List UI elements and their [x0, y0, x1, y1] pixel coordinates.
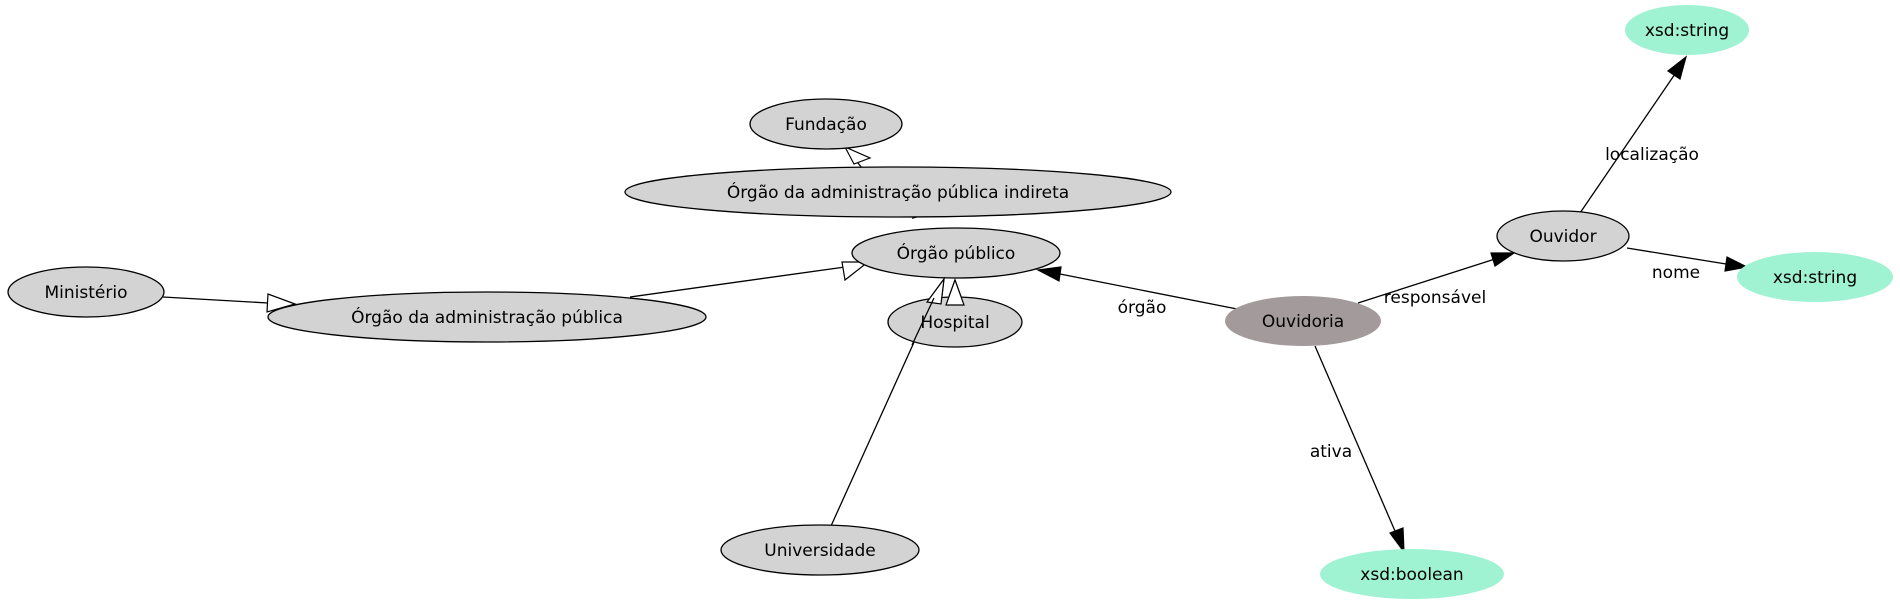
- edge-adm-publica-subclass: [629, 261, 870, 298]
- edge-label-localizacao: localização: [1605, 145, 1699, 165]
- edge-label-nome: nome: [1652, 263, 1700, 283]
- edge-fundacao-subclass: [843, 145, 872, 169]
- node-label-universidade: Universidade: [764, 541, 876, 561]
- universidade-line-overlay: [911, 297, 935, 346]
- node-label-xsd-string-1: xsd:string: [1645, 21, 1729, 41]
- node-universidade[interactable]: Universidade: [720, 524, 920, 576]
- node-xsd-boolean[interactable]: xsd:boolean: [1320, 549, 1504, 599]
- node-hospital[interactable]: Hospital: [887, 296, 1023, 348]
- node-label-orgao-publico: Órgão público: [897, 242, 1016, 264]
- node-label-xsd-boolean: xsd:boolean: [1360, 565, 1463, 585]
- node-ministerio[interactable]: Ministério: [7, 266, 165, 318]
- edge-label-ativa: ativa: [1310, 442, 1352, 462]
- node-ouvidor[interactable]: Ouvidor: [1496, 210, 1630, 262]
- node-xsd-string-localizacao[interactable]: xsd:string: [1625, 5, 1749, 55]
- node-adm-publica[interactable]: Órgão da administração pública: [267, 291, 707, 343]
- edge-label-responsavel: responsável: [1384, 288, 1486, 308]
- node-label-hospital: Hospital: [920, 313, 989, 333]
- universidade-arrowhead: [925, 276, 945, 305]
- edge-localizacao: [1579, 55, 1688, 214]
- node-label-ouvidor: Ouvidor: [1529, 227, 1596, 247]
- node-label-fundacao: Fundação: [785, 115, 867, 135]
- node-label-ouvidoria: Ouvidoria: [1262, 312, 1344, 332]
- node-label-ministerio: Ministério: [45, 283, 128, 303]
- node-ouvidoria[interactable]: Ouvidoria: [1225, 296, 1381, 346]
- node-label-indireta: Órgão da administração pública indireta: [727, 181, 1069, 203]
- node-label-xsd-string-2: xsd:string: [1773, 268, 1857, 288]
- node-xsd-string-nome[interactable]: xsd:string: [1737, 252, 1893, 302]
- node-orgao-publico[interactable]: Órgão público: [851, 227, 1061, 279]
- edge-nome: [1626, 247, 1749, 272]
- hospital-arrowhead: [945, 278, 965, 306]
- edge-ministerio-subclass: [162, 293, 297, 313]
- node-orgao-indireta[interactable]: Órgão da administração pública indireta: [624, 166, 1172, 218]
- node-fundacao[interactable]: Fundação: [749, 98, 903, 150]
- edge-orgao: [1036, 266, 1238, 310]
- edge-ativa: [1314, 345, 1405, 554]
- node-label-adm-publica: Órgão da administração pública: [351, 306, 623, 328]
- edge-label-orgao: órgão: [1118, 298, 1167, 318]
- edge-responsavel: [1357, 252, 1516, 304]
